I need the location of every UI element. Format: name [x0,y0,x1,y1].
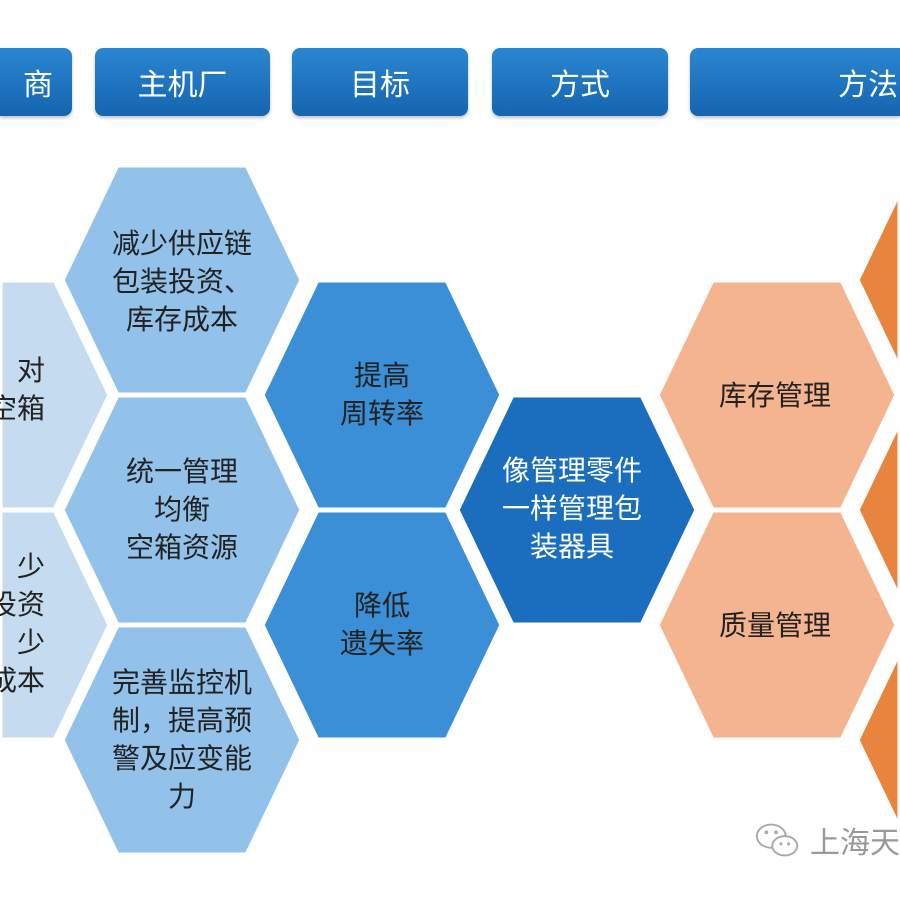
col5-top-text: 库存管理 [718,379,831,412]
col2-middle-text: 统一管理均衡空箱资源 [125,455,238,564]
col6-hexagon [854,189,900,371]
header-mode: 方式 [492,48,668,116]
col1-hexagon [0,277,113,513]
watermark: 上海天 [752,818,900,862]
col3-top-text: 提高周转率 [339,359,424,430]
col5-bottom-text: 质量管理 [718,609,831,642]
col6-hexagon [854,419,900,601]
col2-hexagon [59,622,305,858]
header-goal: 目标 [292,48,468,116]
wechat-icon [755,823,799,857]
col2-bottom-text: 完善监控机制，提高预警及应变能力 [111,666,252,813]
header-label: 方式 [550,68,610,103]
col1-bottom-text: 少投资少成本 [0,550,45,697]
col4-text: 像管理零件一样管理包装器具 [501,454,642,563]
header-label: 方法 [838,68,898,103]
col6-hexagon [854,649,900,831]
watermark-text: 上海天 [810,826,900,861]
header-oem: 主机厂 [95,48,270,116]
col3-bottom-text: 降低遗失率 [339,589,424,660]
header-label: 目标 [350,68,410,103]
col3-hexagon [259,507,505,743]
col2-top-text: 减少供应链包装投资、库存成本 [111,227,252,336]
header-method: 方法 [690,48,900,116]
col1-top-text: 对空箱 [0,354,45,425]
col4-hexagon [454,392,700,628]
header-label: 商 [23,68,53,103]
header-label: 主机厂 [137,68,228,103]
header-supplier: 商 [0,48,72,116]
col1-hexagon [0,507,113,743]
col5-hexagon [654,507,900,743]
